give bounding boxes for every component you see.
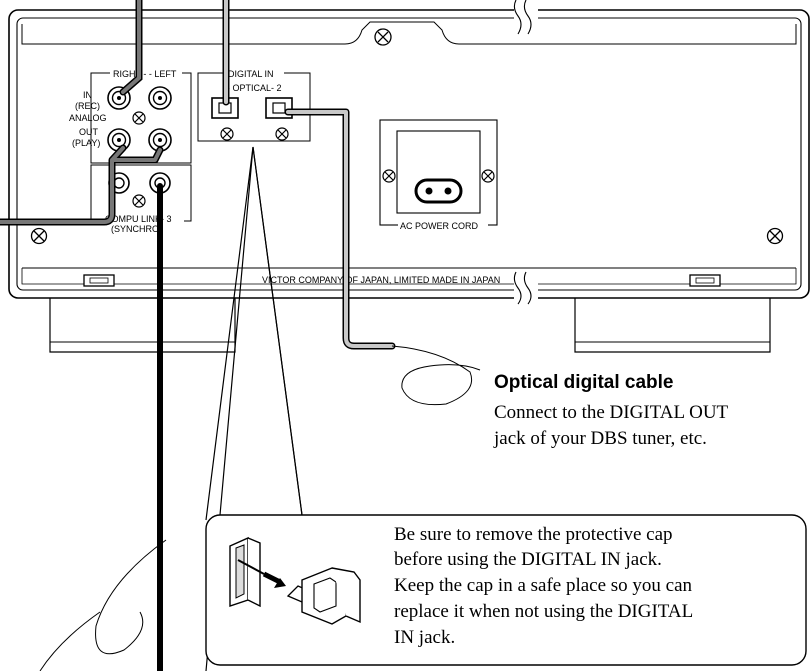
optical-label: - OPTICAL- 2 xyxy=(227,83,282,93)
out-label: OUT xyxy=(79,127,99,137)
break-mark-bottom xyxy=(513,271,538,305)
slot-left xyxy=(83,274,115,287)
chassis xyxy=(8,9,810,299)
optical-jack-1 xyxy=(211,97,239,119)
cable-optical-out xyxy=(284,108,396,350)
rec-label: (REC) xyxy=(75,101,100,111)
left-foot xyxy=(49,298,236,353)
cable-analog-in xyxy=(119,0,143,96)
screw-digital-2 xyxy=(275,127,289,141)
maker-label: VICTOR COMPANY OF JAPAN, LIMITED MADE IN… xyxy=(262,275,500,285)
screw-top xyxy=(374,28,392,46)
cable-compu-link-loop xyxy=(39,539,167,671)
compu-link-label: COMPU LINK- 3 xyxy=(105,214,172,224)
note-line1: Be sure to remove the protective cap xyxy=(394,524,673,545)
cable-optical-loop xyxy=(391,345,481,406)
screw-compu-link xyxy=(132,194,146,208)
ac-power-cord-label: AC POWER CORD xyxy=(400,221,479,231)
ac-screw-right xyxy=(481,169,495,183)
digital-in-section: DIGITAL IN - OPTICAL- 2 xyxy=(197,69,311,142)
synchro-label: (SYNCHRO) xyxy=(111,224,162,234)
ac-inlet xyxy=(414,178,463,204)
cable-analog-out xyxy=(0,144,164,226)
note-line5: IN jack. xyxy=(394,627,455,648)
note-box xyxy=(205,514,807,666)
break-mark-top xyxy=(513,0,538,35)
optical-cable-line1: Connect to the DIGITAL OUT xyxy=(494,402,729,423)
screw-left xyxy=(30,227,48,245)
right-foot xyxy=(574,298,771,353)
screw-analog xyxy=(132,111,146,125)
jack-out-left xyxy=(148,128,172,152)
right-left-label: RIGHT - - LEFT xyxy=(113,69,177,79)
slot-right xyxy=(689,274,721,287)
jack-in-left xyxy=(148,86,172,110)
screw-right xyxy=(766,227,784,245)
note-line3: Keep the cap in a safe place so you can xyxy=(394,575,693,596)
screw-digital-1 xyxy=(220,127,234,141)
note-line4: replace it when not using the DIGITAL xyxy=(394,601,693,622)
jack-out-right xyxy=(107,128,131,152)
analog-label: ANALOG xyxy=(69,113,107,123)
optical-cable-line2: jack of your DBS tuner, etc. xyxy=(493,428,707,449)
optical-cable-title: Optical digital cable xyxy=(494,372,674,393)
ac-screw-left xyxy=(382,169,396,183)
cap-removal-illustration xyxy=(229,536,361,625)
play-label: (PLAY) xyxy=(72,138,100,148)
note-line2: before using the DIGITAL IN jack. xyxy=(394,549,662,570)
digital-in-label: DIGITAL IN xyxy=(228,69,274,79)
in-label: IN xyxy=(83,90,92,100)
ac-power-section: AC POWER CORD xyxy=(379,119,498,231)
analog-section: RIGHT - - LEFT IN (REC) ANALOG OUT (PLAY… xyxy=(69,69,192,164)
